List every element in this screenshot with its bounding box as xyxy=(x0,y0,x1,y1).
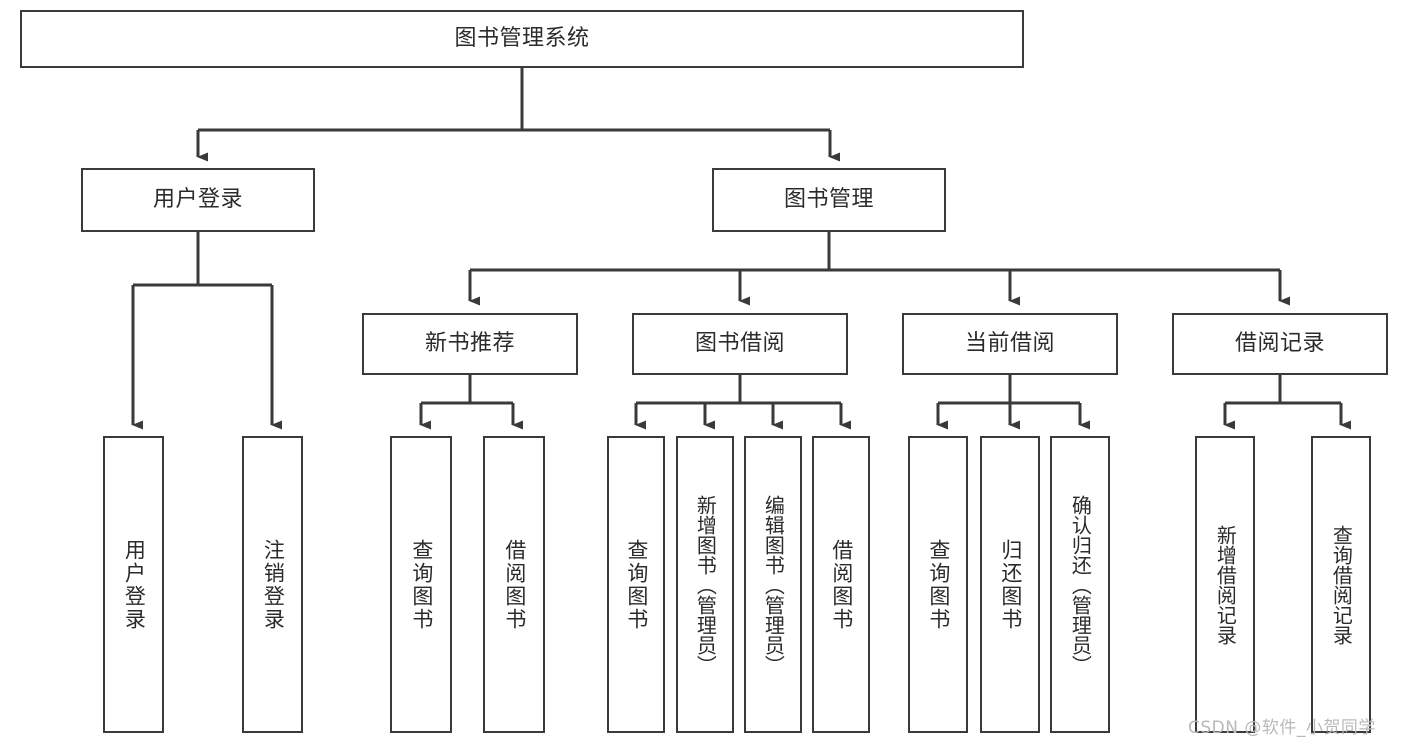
node-current-borrow[interactable]: 当前借阅 xyxy=(902,313,1118,375)
node-leaf-borrow-book-1[interactable]: 借阅图书 xyxy=(483,436,545,733)
node-leaf-query-borrow-record[interactable]: 查询借阅记录 xyxy=(1311,436,1371,733)
node-leaf-confirm-return-label: 确认归还（管理员） xyxy=(1068,494,1093,675)
node-leaf-confirm-return[interactable]: 确认归还（管理员） xyxy=(1050,436,1110,733)
node-book-management[interactable]: 图书管理 xyxy=(712,168,946,232)
node-book-management-label: 图书管理 xyxy=(783,186,874,212)
node-leaf-query-book-3[interactable]: 查询图书 xyxy=(908,436,968,733)
watermark: CSDN @软件_小贺同学 xyxy=(1188,718,1376,738)
node-leaf-query-book-2-label: 查询图书 xyxy=(624,538,649,631)
node-borrow-record-label: 借阅记录 xyxy=(1234,330,1325,356)
node-book-borrow-label: 图书借阅 xyxy=(694,330,785,356)
node-root[interactable]: 图书管理系统 xyxy=(20,10,1024,68)
node-leaf-edit-book-label: 编辑图书（管理员） xyxy=(761,494,786,675)
node-borrow-record[interactable]: 借阅记录 xyxy=(1172,313,1388,375)
node-leaf-return-book-label: 归还图书 xyxy=(998,538,1023,631)
node-leaf-logout-login-label: 注销登录 xyxy=(261,538,286,631)
node-current-borrow-label: 当前借阅 xyxy=(964,330,1055,356)
node-leaf-borrow-book-2-label: 借阅图书 xyxy=(829,538,854,631)
node-leaf-query-book-1[interactable]: 查询图书 xyxy=(390,436,452,733)
node-leaf-query-borrow-record-label: 查询借阅记录 xyxy=(1329,524,1354,645)
node-root-label: 图书管理系统 xyxy=(454,25,590,51)
node-leaf-add-book[interactable]: 新增图书（管理员） xyxy=(676,436,734,733)
node-leaf-edit-book[interactable]: 编辑图书（管理员） xyxy=(744,436,802,733)
node-leaf-add-book-label: 新增图书（管理员） xyxy=(693,494,718,675)
node-user-login-label: 用户登录 xyxy=(152,186,243,212)
node-leaf-user-login[interactable]: 用户登录 xyxy=(103,436,164,733)
node-leaf-return-book[interactable]: 归还图书 xyxy=(980,436,1040,733)
node-new-book-recommend[interactable]: 新书推荐 xyxy=(362,313,578,375)
node-leaf-query-book-3-label: 查询图书 xyxy=(926,538,951,631)
node-book-borrow[interactable]: 图书借阅 xyxy=(632,313,848,375)
node-leaf-borrow-book-2[interactable]: 借阅图书 xyxy=(812,436,870,733)
node-leaf-add-borrow-record[interactable]: 新增借阅记录 xyxy=(1195,436,1255,733)
node-leaf-query-book-1-label: 查询图书 xyxy=(409,538,434,631)
node-leaf-user-login-label: 用户登录 xyxy=(122,538,147,631)
node-new-book-recommend-label: 新书推荐 xyxy=(424,330,515,356)
node-leaf-logout-login[interactable]: 注销登录 xyxy=(242,436,303,733)
node-user-login[interactable]: 用户登录 xyxy=(81,168,315,232)
node-leaf-query-book-2[interactable]: 查询图书 xyxy=(607,436,665,733)
node-leaf-borrow-book-1-label: 借阅图书 xyxy=(502,538,527,631)
node-leaf-add-borrow-record-label: 新增借阅记录 xyxy=(1213,524,1238,645)
